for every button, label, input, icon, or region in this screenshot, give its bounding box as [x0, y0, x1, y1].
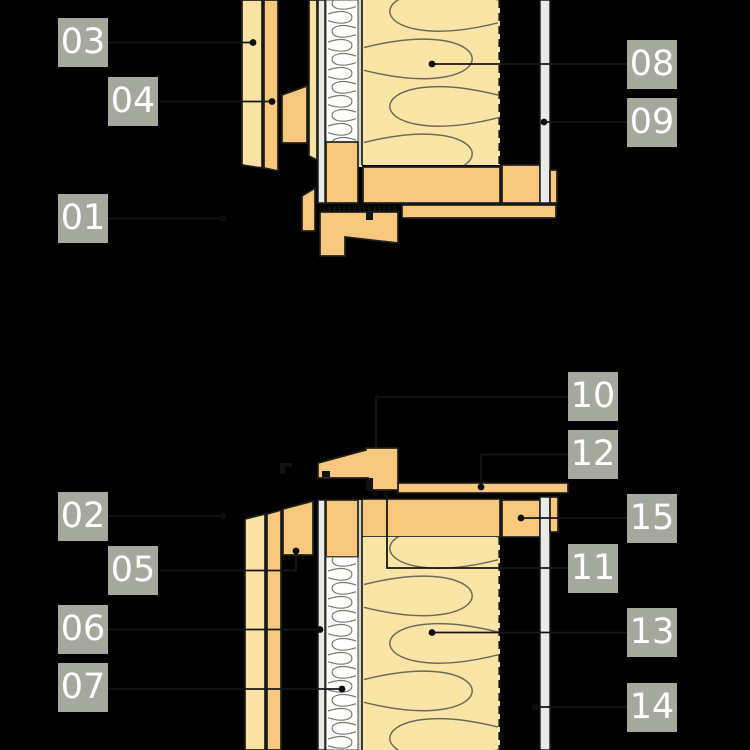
service-insulation-pattern-sill	[327, 557, 357, 749]
label-text-01: 01	[60, 198, 106, 238]
label-text-04: 04	[110, 81, 156, 121]
leader-dot-06	[316, 626, 324, 633]
stud-insulation-pattern-sill	[363, 537, 499, 750]
vent-batten-head	[281, 84, 308, 144]
label-text-12: 12	[570, 434, 616, 474]
service-insulation-pattern-head	[327, 0, 357, 142]
gasket-dot-2	[383, 491, 389, 497]
furring-strip-head	[308, 0, 318, 162]
leader-dot-08	[428, 60, 436, 68]
membrane-strip-sill	[357, 500, 362, 750]
interior-board-sill	[539, 496, 551, 750]
label-box-07: 07	[58, 663, 108, 712]
cladding-board-inner-head	[263, 0, 279, 173]
sill-detail	[244, 447, 569, 750]
leader-dot-02	[219, 512, 227, 520]
label-box-01: 01	[58, 194, 108, 243]
stud-insulation-head	[362, 0, 500, 165]
label-box-02: 02	[58, 492, 108, 541]
leader-line-11	[386, 496, 568, 569]
label-text-08: 08	[629, 44, 675, 84]
label-text-10: 10	[570, 376, 616, 416]
cladding-board-outer-head	[241, 0, 263, 169]
insulation-nogging-sill	[325, 499, 359, 558]
leader-dot-09	[540, 118, 548, 126]
label-box-03: 03	[58, 18, 108, 67]
label-box-14: 14	[627, 683, 677, 732]
wind-barrier-board-head	[317, 0, 326, 204]
label-box-08: 08	[627, 40, 677, 89]
label-text-03: 03	[60, 22, 106, 62]
leader-dot-04	[268, 98, 276, 105]
head-lining-board	[401, 204, 557, 219]
sill-plate	[361, 498, 501, 538]
label-text-11: 11	[570, 548, 616, 588]
label-box-15: 15	[627, 494, 677, 543]
frame-notch-sill	[322, 471, 330, 477]
label-box-04: 04	[108, 77, 158, 126]
leader-line-05	[160, 551, 297, 572]
label-text-06: 06	[60, 609, 106, 649]
leader-dot-07	[338, 685, 346, 693]
exterior-trim-head	[301, 186, 316, 232]
head-detail	[241, 0, 558, 257]
wind-barrier-board-sill	[317, 499, 326, 750]
service-batten-head	[501, 164, 541, 204]
label-box-13: 13	[627, 608, 677, 657]
leader-dot-14	[531, 703, 539, 711]
drip-groove-sill	[366, 478, 373, 490]
label-box-06: 06	[58, 605, 108, 654]
window-frame-head	[319, 211, 399, 257]
window-frame-sill	[317, 447, 399, 491]
interior-trim-head	[549, 169, 558, 204]
flashing-clip-sill	[280, 463, 292, 474]
label-box-11: 11	[568, 544, 618, 593]
interior-board-head	[539, 0, 551, 204]
service-insulation-sill	[325, 556, 359, 750]
label-text-09: 09	[629, 102, 675, 142]
label-text-13: 13	[629, 612, 675, 652]
leader-dot-05	[292, 547, 300, 555]
gasket-dot-1	[372, 491, 378, 497]
label-box-09: 09	[627, 98, 677, 147]
leader-lines	[107, 39, 627, 711]
cladding-board-outer-sill	[244, 512, 266, 750]
insulation-nogging-head	[325, 141, 359, 204]
label-text-14: 14	[629, 687, 675, 727]
label-box-10: 10	[568, 372, 618, 421]
label-text-05: 05	[110, 550, 156, 590]
label-text-07: 07	[60, 667, 106, 707]
leader-dot-12	[477, 483, 485, 491]
frame-seal-groove-head	[366, 212, 373, 220]
label-box-12: 12	[568, 430, 618, 479]
membrane-strip-head	[357, 0, 362, 167]
leader-dot-13	[428, 629, 436, 636]
label-box-05: 05	[108, 546, 158, 595]
vent-batten-sill	[282, 499, 314, 556]
leader-line-10	[375, 396, 568, 447]
stud-insulation-sill	[362, 537, 500, 750]
leader-dot-10	[374, 394, 380, 400]
head-plate	[362, 166, 501, 204]
leader-dot-03	[249, 39, 257, 46]
leader-dot-15	[517, 514, 525, 522]
interior-trim-sill	[549, 496, 559, 533]
label-text-15: 15	[629, 498, 675, 538]
label-text-02: 02	[60, 496, 106, 536]
leader-line-12	[480, 453, 568, 487]
leader-dot-01	[219, 215, 227, 222]
stud-insulation-pattern-head	[363, 0, 499, 165]
